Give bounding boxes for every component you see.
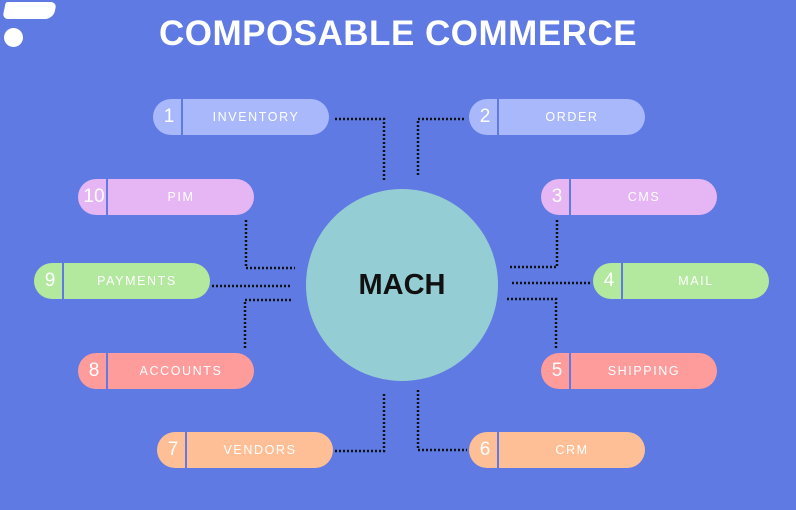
- item-number: 3: [541, 179, 571, 215]
- item-pill-mail: 4 MAIL: [593, 263, 769, 299]
- item-pill-inventory: 1 INVENTORY: [153, 99, 329, 135]
- item-number: 6: [469, 432, 499, 468]
- item-number: 5: [541, 353, 571, 389]
- item-pill-crm: 6 CRM: [469, 432, 645, 468]
- connector-6: [416, 390, 467, 452]
- item-pill-pim: 10 PIM: [78, 179, 254, 215]
- item-pill-order: 2 ORDER: [469, 99, 645, 135]
- item-number: 10: [78, 179, 108, 215]
- item-label: MAIL: [678, 274, 714, 288]
- page-title: COMPOSABLE COMMERCE: [158, 14, 638, 53]
- item-pill-cms: 3 CMS: [541, 179, 717, 215]
- item-number: 9: [34, 263, 64, 299]
- item-pill-payments: 9 PAYMENTS: [34, 263, 210, 299]
- item-pill-accounts: 8 ACCOUNTS: [78, 353, 254, 389]
- item-label: VENDORS: [223, 443, 297, 457]
- item-label: PIM: [167, 190, 195, 204]
- connector-1: [335, 117, 386, 180]
- item-label: PAYMENTS: [97, 274, 177, 288]
- item-label: CRM: [555, 443, 589, 457]
- item-label: INVENTORY: [212, 110, 300, 124]
- item-label: ACCOUNTS: [139, 364, 223, 378]
- item-label: SHIPPING: [607, 364, 681, 378]
- item-number: 1: [153, 99, 183, 135]
- item-pill-vendors: 7 VENDORS: [157, 432, 333, 468]
- connector-2: [416, 117, 465, 175]
- connector-7: [335, 392, 386, 453]
- item-number: 2: [469, 99, 499, 135]
- connector-3: [510, 220, 559, 269]
- mach-circle: MACH: [306, 189, 498, 381]
- connector-8: [243, 298, 292, 348]
- connector-10: [244, 220, 295, 270]
- item-label: ORDER: [545, 110, 599, 124]
- item-label: CMS: [627, 190, 661, 204]
- item-pill-shipping: 5 SHIPPING: [541, 353, 717, 389]
- item-number: 7: [157, 432, 187, 468]
- item-number: 8: [78, 353, 108, 389]
- logo-dot: [4, 28, 23, 47]
- item-number: 4: [593, 263, 623, 299]
- connector-5: [507, 297, 558, 348]
